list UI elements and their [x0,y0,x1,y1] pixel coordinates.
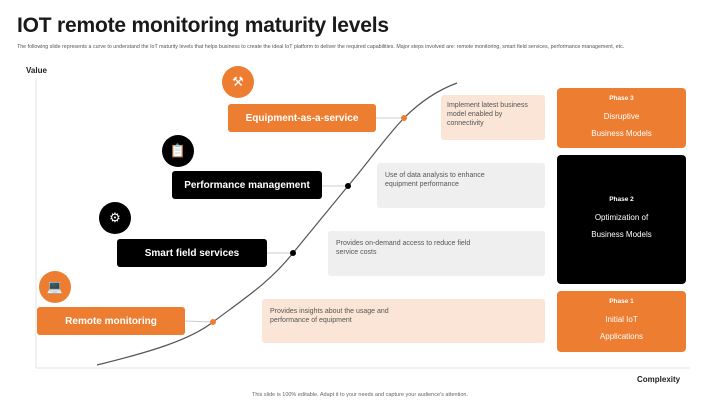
connector [184,320,214,323]
level-label-smart-field-services: Smart field services [117,239,267,267]
curve-point-3 [345,183,351,189]
gears-icon: ⚙ [99,202,131,234]
phase-title: Phase 3 [609,94,634,102]
x-axis-label: Complexity [637,375,681,384]
level-description: Use of data analysis to enhance equipmen… [377,163,545,208]
robot-arm-icon: ⚒ [222,66,254,98]
phase-title: Phase 2 [609,196,634,203]
page-title: IOT remote monitoring maturity levels [17,14,389,37]
level-description: Provides insights about the usage and pe… [262,299,545,343]
phase-title: Phase 1 [609,298,634,305]
curve-point-4 [401,115,407,121]
level-description: Implement latest business model enabled … [441,95,545,140]
phase-name: Applications [599,332,644,341]
phase-1-box: Phase 1 Initial IoT Applications [557,291,686,352]
level-description: Provides on-demand access to reduce fiel… [328,231,545,276]
footer-note: This slide is 100% editable. Adapt it to… [252,392,468,398]
curve-point-1 [210,319,216,325]
level-label-remote-monitoring: Remote monitoring [37,307,185,335]
subtitle: The following slide represents a curve t… [17,44,625,50]
phase-name: Business Models [591,128,652,138]
phase-name: Disruptive [603,111,640,121]
phase-name: Optimization of [594,213,649,222]
y-axis-label: Value [26,66,47,75]
phase-name: Initial IoT [605,315,638,324]
curve-point-2 [290,250,296,256]
phase-name: Business Models [591,230,652,239]
level-label-equipment-as-a-service: Equipment-as-a-service [228,104,376,132]
phase-3-box: Phase 3 Disruptive Business Models [557,88,686,148]
level-label-performance-management: Performance management [172,171,322,199]
clipboard-icon: 📋 [162,135,194,167]
monitor-icon: 💻 [39,271,71,303]
phase-2-box: Phase 2 Optimization of Business Models [557,155,686,284]
